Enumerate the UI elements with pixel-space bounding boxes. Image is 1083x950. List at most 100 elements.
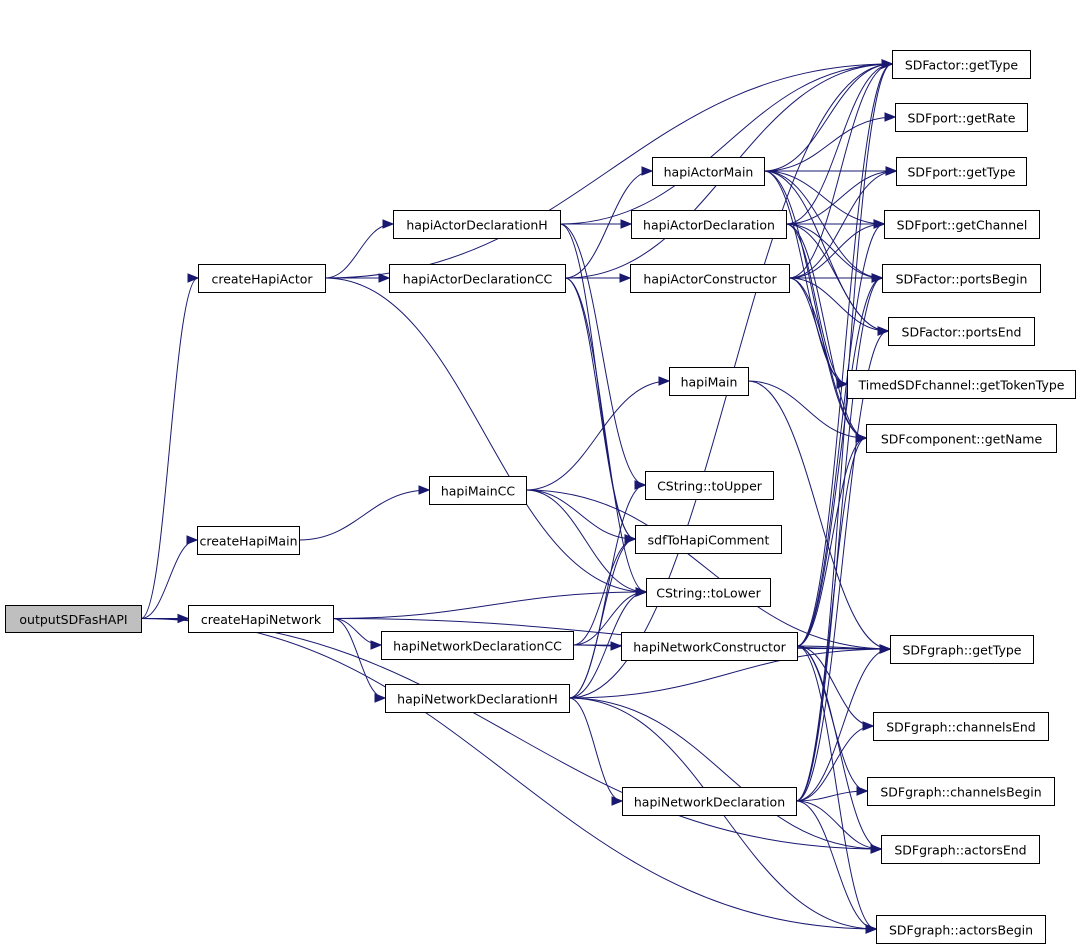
node-box[interactable] <box>393 210 561 239</box>
node-sdfactor-ports-begin[interactable]: SDFactor::portsBegin <box>882 264 1041 293</box>
node-hapi-actor-declaration-h[interactable]: hapiActorDeclarationH <box>393 210 561 239</box>
edge-hapi-main-cc-to-cstring-to-lower <box>525 489 647 593</box>
node-box[interactable] <box>892 50 1031 79</box>
node-box[interactable] <box>635 525 782 554</box>
node-create-hapi-actor[interactable]: createHapiActor <box>198 264 326 293</box>
node-box[interactable] <box>881 835 1040 864</box>
edge-hapi-network-declaration-h-to-hapi-network-declaration <box>568 697 623 802</box>
node-box[interactable] <box>630 264 790 293</box>
node-hapi-network-declaration-h[interactable]: hapiNetworkDeclarationH <box>385 684 570 713</box>
edge-hapi-main-to-sdfgraph-get-type <box>747 380 891 650</box>
nodes-layer: outputSDFasHAPI createHapiActor createHapi… <box>5 50 1076 944</box>
node-box[interactable] <box>197 526 300 555</box>
node-label: TimedSDFchannel::getTokenType <box>858 378 1065 393</box>
edge-hapi-main-cc-to-hapi-main <box>525 380 670 491</box>
node-sdfgraph-channels-begin[interactable]: SDFgraph::channelsBegin <box>867 777 1055 806</box>
arrowhead-icon <box>865 924 878 934</box>
node-cstring-to-lower[interactable]: CString::toLower <box>646 578 771 607</box>
node-create-hapi-main[interactable]: createHapiMain <box>197 526 300 555</box>
edge-hapi-actor-declaration-h-to-cstring-to-upper <box>559 223 646 486</box>
node-box[interactable] <box>645 471 774 500</box>
node-hapi-actor-main[interactable]: hapiActorMain <box>652 157 765 186</box>
node-label: SDFport::getRate <box>908 111 1016 126</box>
node-label: createHapiMain <box>200 534 298 549</box>
arrowhead-icon <box>855 433 868 443</box>
node-hapi-network-declaration-cc[interactable]: hapiNetworkDeclarationCC <box>381 631 574 660</box>
node-sdfgraph-get-type[interactable]: SDFgraph::getType <box>890 635 1034 664</box>
node-box[interactable] <box>429 476 527 505</box>
node-box[interactable] <box>622 787 797 816</box>
node-box[interactable] <box>847 370 1076 399</box>
node-box[interactable] <box>867 777 1055 806</box>
node-label: SDFactor::portsBegin <box>896 272 1028 287</box>
node-box[interactable] <box>5 605 142 633</box>
node-box[interactable] <box>646 578 771 607</box>
node-label: SDFgraph::channelsBegin <box>880 785 1041 800</box>
node-sdfgraph-actors-begin[interactable]: SDFgraph::actorsBegin <box>876 915 1046 944</box>
node-sdfgraph-channels-end[interactable]: SDFgraph::channelsEnd <box>873 712 1049 741</box>
node-box[interactable] <box>888 317 1035 346</box>
node-box[interactable] <box>631 210 787 239</box>
edge-create-hapi-actor-to-hapi-actor-declaration-h <box>324 223 394 279</box>
node-sdfgraph-actors-end[interactable]: SDFgraph::actorsEnd <box>881 835 1040 864</box>
edge-create-hapi-actor-to-cstring-to-lower <box>324 277 647 593</box>
node-box[interactable] <box>873 712 1049 741</box>
node-box[interactable] <box>884 210 1040 239</box>
node-label: SDFport::getChannel <box>897 218 1028 233</box>
node-output-sdfas-hapi[interactable]: outputSDFasHAPI <box>5 605 142 633</box>
arrowhead-icon <box>187 273 200 283</box>
node-hapi-actor-declaration[interactable]: hapiActorDeclaration <box>631 210 787 239</box>
edge-hapi-actor-declaration-h-to-sdfactor-get-type <box>559 63 893 225</box>
node-sdf-to-hapi-comment[interactable]: sdfToHapiComment <box>635 525 782 554</box>
arrowhead-icon <box>418 485 431 495</box>
edge-hapi-actor-declaration-to-sdfcomponent-get-name <box>785 223 867 439</box>
edge-hapi-network-constructor-to-sdfport-get-channel <box>796 223 885 647</box>
node-box[interactable] <box>876 915 1046 944</box>
node-cstring-to-upper[interactable]: CString::toUpper <box>645 471 774 500</box>
node-sdfport-get-channel[interactable]: SDFport::getChannel <box>884 210 1040 239</box>
node-hapi-main[interactable]: hapiMain <box>669 367 749 396</box>
node-label: SDFgraph::actorsEnd <box>894 843 1026 858</box>
node-box[interactable] <box>389 264 566 293</box>
node-sdfport-get-rate[interactable]: SDFport::getRate <box>895 103 1028 132</box>
node-hapi-network-declaration[interactable]: hapiNetworkDeclaration <box>622 787 797 816</box>
node-box[interactable] <box>895 103 1028 132</box>
arrowhead-icon <box>881 59 894 69</box>
node-box[interactable] <box>621 632 798 661</box>
node-box[interactable] <box>669 367 749 396</box>
node-sdfport-get-type[interactable]: SDFport::getType <box>896 157 1027 186</box>
node-box[interactable] <box>890 635 1034 664</box>
node-label: hapiActorDeclarationCC <box>403 272 553 287</box>
node-box[interactable] <box>652 157 765 186</box>
edges-layer <box>140 59 898 934</box>
node-box[interactable] <box>198 264 326 293</box>
node-label: hapiMainCC <box>441 484 516 499</box>
node-sdfactor-ports-end[interactable]: SDFactor::portsEnd <box>888 317 1035 346</box>
node-box[interactable] <box>896 157 1027 186</box>
node-box[interactable] <box>385 684 570 713</box>
node-label: SDFgraph::channelsEnd <box>886 720 1036 735</box>
edge-hapi-actor-declaration-cc-to-sdf-to-hapi-comment <box>564 277 636 540</box>
node-create-hapi-network[interactable]: createHapiNetwork <box>188 605 334 633</box>
node-hapi-main-cc[interactable]: hapiMainCC <box>429 476 527 505</box>
node-hapi-actor-constructor[interactable]: hapiActorConstructor <box>630 264 790 293</box>
node-box[interactable] <box>882 264 1041 293</box>
node-label: SDFgraph::getType <box>902 643 1021 658</box>
node-hapi-network-constructor[interactable]: hapiNetworkConstructor <box>621 632 798 661</box>
node-label: SDFactor::getType <box>905 58 1019 73</box>
node-sdfcomponent-get-name[interactable]: SDFcomponent::getName <box>866 424 1057 453</box>
node-label: createHapiNetwork <box>201 612 322 627</box>
node-hapi-actor-declaration-cc[interactable]: hapiActorDeclarationCC <box>389 264 566 293</box>
edge-hapi-network-declaration-h-to-sdfgraph-get-type <box>568 648 891 699</box>
node-box[interactable] <box>866 424 1057 453</box>
edge-hapi-network-declaration-to-sdfactor-ports-begin <box>795 277 883 802</box>
node-box[interactable] <box>381 631 574 660</box>
edge-create-hapi-network-to-cstring-to-lower <box>332 591 647 619</box>
node-label: hapiActorDeclarationH <box>406 218 547 233</box>
arrowhead-icon <box>871 273 884 283</box>
node-box[interactable] <box>188 605 334 633</box>
edge-hapi-actor-main-to-sdfactor-get-type <box>763 63 893 172</box>
node-timed-sdfchannel-get-token-type[interactable]: TimedSDFchannel::getTokenType <box>847 370 1076 399</box>
node-sdfactor-get-type[interactable]: SDFactor::getType <box>892 50 1031 79</box>
